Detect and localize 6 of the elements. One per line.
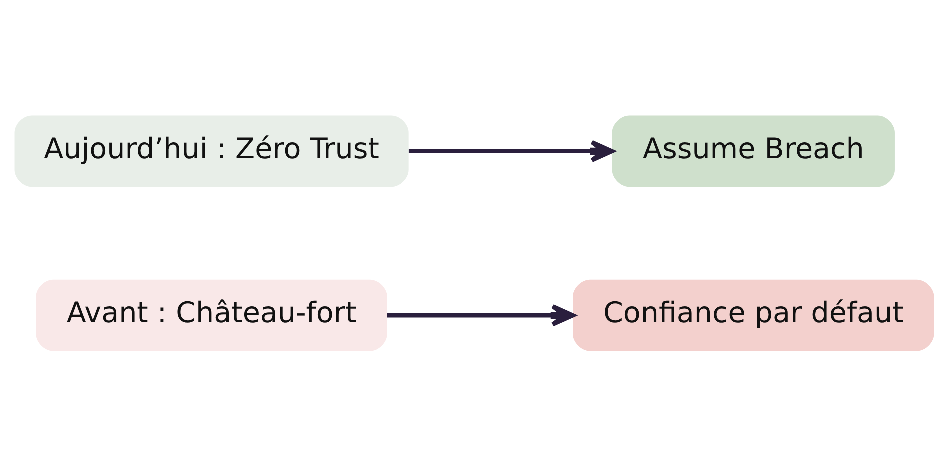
- node-box: Assume Breach: [612, 116, 895, 188]
- node-box: Confiance par défaut: [573, 280, 934, 352]
- arrow: [408, 140, 614, 163]
- node-box: Avant : Château-fort: [36, 280, 388, 352]
- node-box: Aujourd’hui : Zéro Trust: [14, 116, 409, 188]
- arrow: [387, 304, 576, 327]
